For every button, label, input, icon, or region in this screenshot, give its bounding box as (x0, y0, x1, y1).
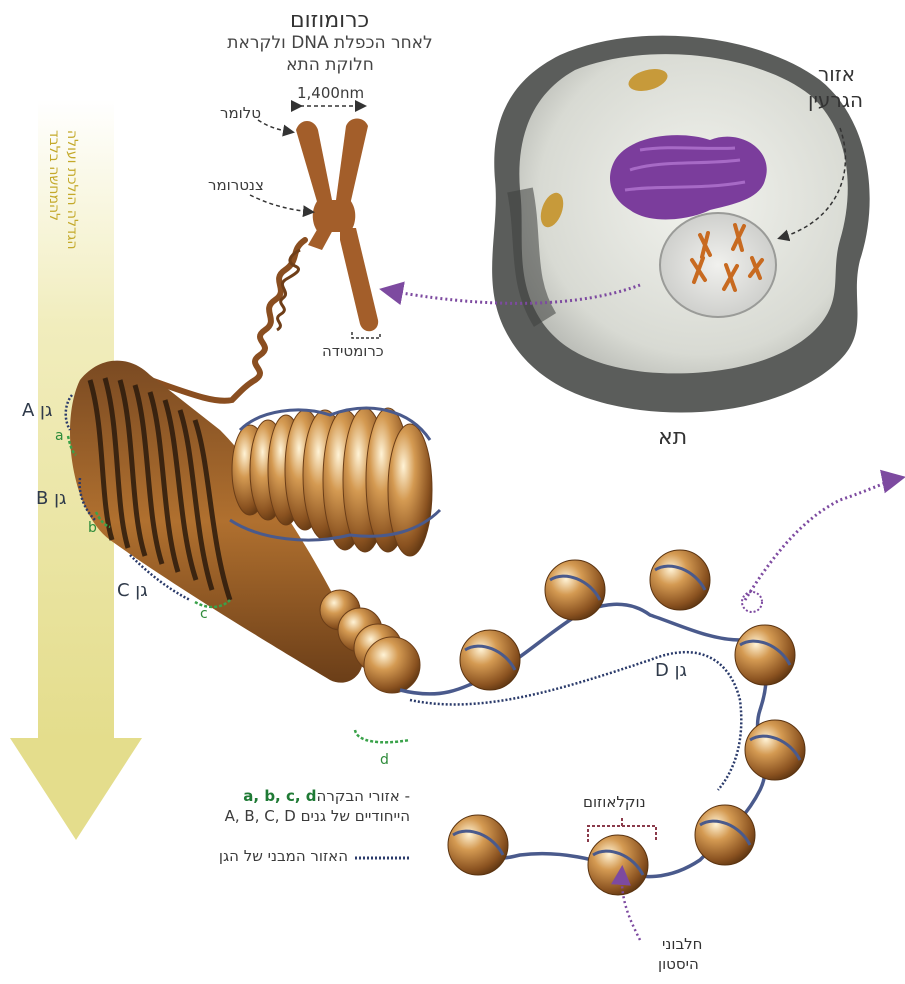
nucleus-label-1: אזור (818, 62, 855, 86)
chromosome-x (296, 119, 378, 332)
arrow-text-1: הגדלה הולכת ועולה (64, 130, 80, 250)
telomere-label: טלומר (220, 104, 261, 122)
chromosome-subtitle-2: חלוקת התא (215, 54, 445, 76)
control-d-label: d (380, 752, 389, 768)
centromere-label: צנטרומר (208, 176, 264, 194)
width-label: 1,400nm (297, 84, 364, 102)
gene-b-label: גן B (36, 488, 66, 509)
histone-label-2: היסטון (658, 955, 699, 973)
arrow-text-2: להמחשה בלבד (46, 130, 62, 221)
control-c-label: c (200, 606, 208, 622)
legend-control: - אזורי הבקרהa, b, c, d הייחודיים של גני… (200, 786, 410, 826)
control-b-label: b (88, 520, 97, 536)
solenoid-fiber (70, 361, 440, 693)
chromosome-title: כרומוזום (290, 8, 369, 33)
chromatid-label: כרומטידה (322, 342, 384, 360)
cell-label: תא (658, 425, 687, 450)
nucleosome-label: נוקלאוזום (583, 793, 646, 811)
legend-control-text2: הייחודיים של גנים A, B, C, D (200, 806, 410, 826)
nucleosome-beads (448, 550, 805, 895)
nucleus-label-2: הגרעין (808, 88, 863, 112)
control-a-label: a (55, 428, 64, 444)
gene-a-label: גן A (22, 400, 52, 421)
nucleus (660, 213, 776, 317)
chromosome-subtitle-1: לאחר הכפלת DNA ולקראת (215, 32, 445, 54)
gene-d-label: גן D (655, 660, 687, 681)
legend-structural-text: האזור המבני של הגן (200, 846, 348, 866)
telomere-pointer (258, 120, 292, 132)
legend-control-letters: a, b, c, d (243, 787, 316, 805)
chromatid-bracket (352, 332, 380, 338)
legend-control-text: - אזורי הבקרה (317, 787, 410, 805)
gene-c-label: גן C (117, 580, 148, 601)
centromere-pointer (250, 195, 312, 212)
histone-label-1: חלבוני (662, 935, 702, 953)
dna-to-offscreen-link (745, 478, 900, 600)
arrow-caption: הגדלה הולכת ועולה להמחשה בלבד (50, 130, 110, 380)
